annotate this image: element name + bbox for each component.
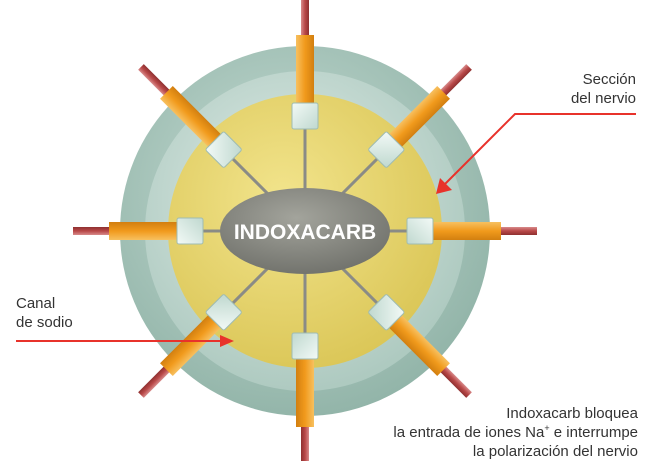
nerve-section-line-2: del nervio [570,90,636,107]
nerve-section-line-1: Sección [582,71,636,88]
sodium-channels [109,35,501,427]
sodium-channel [368,86,450,168]
sodium-channel [109,217,204,245]
footnote-line-1: Indoxacarb bloquea [506,405,638,422]
channel-block [406,217,434,245]
channel-bar [296,35,314,113]
footnote-line-2: la entrada de iones Na+ e interrumpe [393,423,638,442]
nerve-section-arrow [436,113,636,194]
sodium-channel [160,294,242,376]
channel-block [205,294,242,331]
footnote-superscript: + [544,423,550,433]
sodium-channel-line-2: de sodio [16,314,73,331]
channel-block [368,131,405,168]
channel-bar [160,308,228,376]
sodium-channel [291,35,319,130]
channel-block [291,332,319,360]
sodium-channel [291,332,319,427]
sodium-channel-arrow [16,335,234,347]
sodium-channel [406,217,501,245]
nerve-section-callout: Sección del nervio [571,70,636,108]
channel-bar [109,222,187,240]
sodium-channel [160,86,242,168]
channel-block [176,217,204,245]
channel-block [291,102,319,130]
footnote: Indoxacarb bloquea la entrada de iones N… [393,404,638,461]
footnote-line-2-start: la entrada de iones Na [393,424,545,441]
indoxacarb-label: INDOXACARB [234,221,376,244]
sodium-channel-callout: Canal de sodio [16,294,73,332]
sodium-channel-line-1: Canal [16,295,56,312]
channel-bar [423,222,501,240]
indoxacarb-oval [220,188,390,274]
channel-block [368,294,405,331]
channel-block [205,131,242,168]
channel-bar [160,86,228,154]
footnote-line-2-end: e interrumpe [549,424,638,441]
channel-bar [296,349,314,427]
footnote-line-3: la polarización del nervio [472,443,638,460]
channel-bar [382,308,450,376]
sodium-channel [368,294,450,376]
channel-bar [382,86,450,154]
